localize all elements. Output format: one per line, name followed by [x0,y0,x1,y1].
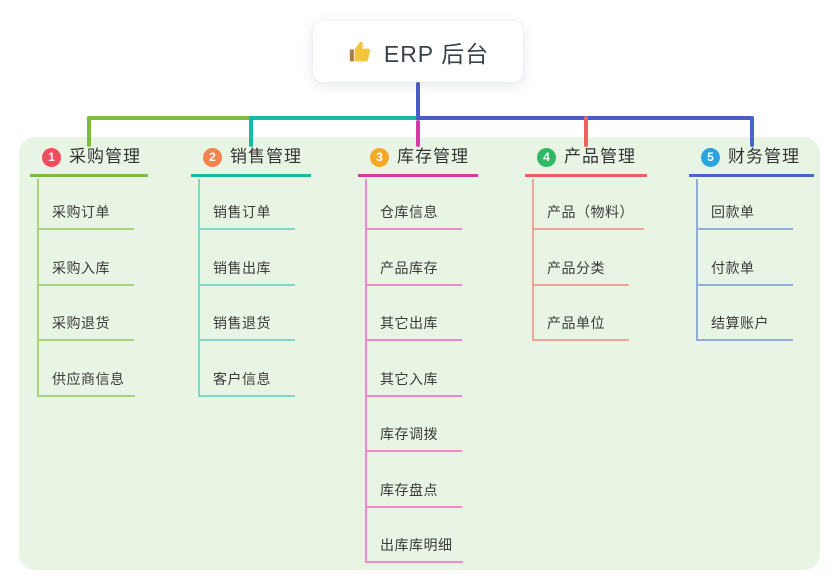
branch-drop-line [249,116,253,147]
child-node[interactable]: 销售订单 [198,203,295,230]
connector-bus-segment [87,116,253,120]
child-node[interactable]: 客户信息 [198,370,295,397]
branch-number-badge: 3 [370,147,389,167]
child-node[interactable]: 采购订单 [37,203,134,230]
branch-drop-line [87,116,91,147]
branch-title: 产品管理 [564,147,636,166]
child-node[interactable]: 产品库存 [365,259,462,286]
branch-drop-line [416,120,420,147]
child-node[interactable]: 采购退货 [37,314,134,341]
branches-panel [19,137,820,570]
branch-drop-line [584,116,588,147]
branch-trunk-line [365,179,367,563]
connector-bus-segment [249,116,420,120]
child-node[interactable]: 回款单 [696,203,793,230]
branch-title: 销售管理 [230,147,302,166]
thumbs-up-icon [349,41,370,62]
branch-header-1[interactable]: 1 采购管理 [30,146,148,177]
child-node[interactable]: 其它出库 [365,314,462,341]
branch-header-3[interactable]: 3 库存管理 [358,146,478,177]
branch-trunk-line [37,179,39,397]
branch-title: 采购管理 [69,147,141,166]
branch-title: 库存管理 [397,147,469,166]
child-node[interactable]: 销售退货 [198,314,295,341]
child-node[interactable]: 库存盘点 [365,481,462,508]
branch-number-badge: 4 [537,147,556,167]
child-node[interactable]: 库存调拨 [365,425,462,452]
branch-drop-line [750,116,754,147]
child-node[interactable]: 采购入库 [37,259,134,286]
child-node[interactable]: 结算账户 [696,314,793,341]
branch-header-2[interactable]: 2 销售管理 [191,146,311,177]
branch-header-4[interactable]: 4 产品管理 [525,146,647,177]
branch-number-badge: 5 [701,147,720,167]
child-node[interactable]: 付款单 [696,259,793,286]
branch-trunk-line [532,179,534,341]
child-node[interactable]: 销售出库 [198,259,295,286]
root-connector-line [416,82,420,120]
root-node[interactable]: ERP 后台 [313,21,523,82]
branch-number-badge: 2 [203,147,222,167]
child-node[interactable]: 产品（物料） [532,203,644,230]
child-node[interactable]: 供应商信息 [37,370,135,397]
branch-title: 财务管理 [728,147,800,166]
child-node[interactable]: 其它入库 [365,370,462,397]
root-title: ERP 后台 [383,40,490,67]
branch-number-badge: 1 [42,147,61,167]
branch-header-5[interactable]: 5 财务管理 [689,146,814,177]
child-node[interactable]: 出库库明细 [365,536,463,563]
child-node[interactable]: 产品分类 [532,259,629,286]
branch-trunk-line [198,179,200,397]
branch-trunk-line [696,179,698,341]
child-node[interactable]: 仓库信息 [365,203,462,230]
child-node[interactable]: 产品单位 [532,314,629,341]
